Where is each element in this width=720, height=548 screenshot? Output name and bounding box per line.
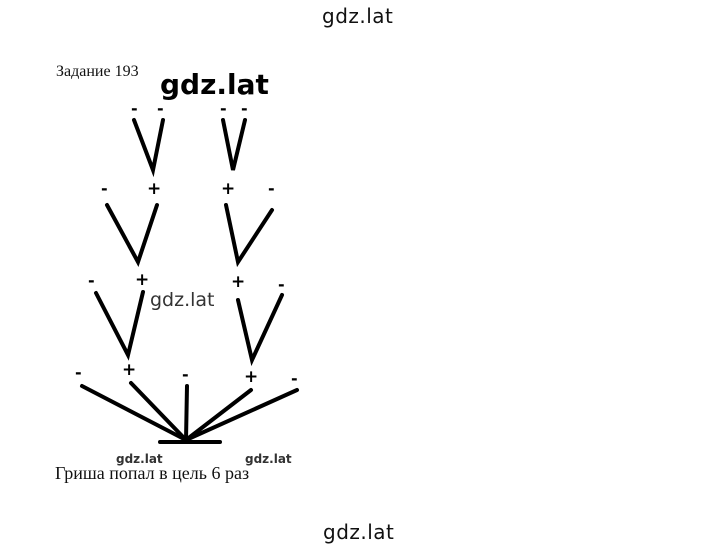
branch-v-mid-right	[224, 203, 274, 268]
watermark-small-left: gdz.lat	[116, 452, 163, 466]
watermark-big: gdz.lat	[160, 68, 269, 101]
sign-minus: -	[241, 99, 248, 118]
fan-line-2	[129, 381, 188, 442]
branch-v-top-left	[132, 118, 165, 178]
watermark-bottom: gdz.lat	[323, 520, 395, 544]
sign-plus: +	[231, 272, 245, 292]
sign-plus: +	[221, 179, 235, 199]
watermark-top: gdz.lat	[322, 4, 394, 28]
sign-minus: -	[220, 99, 227, 118]
sign-minus: -	[278, 275, 285, 294]
watermark-mid: gdz.lat	[150, 289, 215, 311]
sign-plus: +	[122, 360, 136, 380]
branch-v-low-left	[94, 290, 145, 361]
fan-line-4	[184, 388, 253, 442]
sign-minus: -	[182, 365, 189, 384]
tree-branches	[80, 118, 299, 444]
sign-minus: -	[88, 271, 95, 290]
sign-minus: -	[101, 179, 108, 198]
sign-plus: +	[135, 270, 149, 290]
fan-line-1	[80, 384, 188, 442]
sign-plus: +	[147, 179, 161, 199]
sign-minus: -	[75, 363, 82, 382]
fan-line-3	[184, 384, 189, 442]
branch-v-low-right	[236, 293, 284, 367]
branch-v-top-right	[221, 118, 247, 171]
sign-minus: -	[157, 99, 164, 118]
fan-line-5	[184, 388, 299, 442]
sign-minus: -	[268, 179, 275, 198]
sign-minus: -	[291, 369, 298, 388]
sign-minus: -	[131, 99, 138, 118]
answer-text: Гриша попал в цель 6 раз	[55, 463, 250, 483]
watermark-small-right: gdz.lat	[245, 452, 292, 466]
task-title: Задание 193	[56, 63, 139, 80]
sign-plus: +	[244, 367, 258, 387]
branch-v-mid-left	[105, 203, 159, 267]
tree-signs: - - - - - + + - - + + - - + - + -	[75, 99, 298, 388]
